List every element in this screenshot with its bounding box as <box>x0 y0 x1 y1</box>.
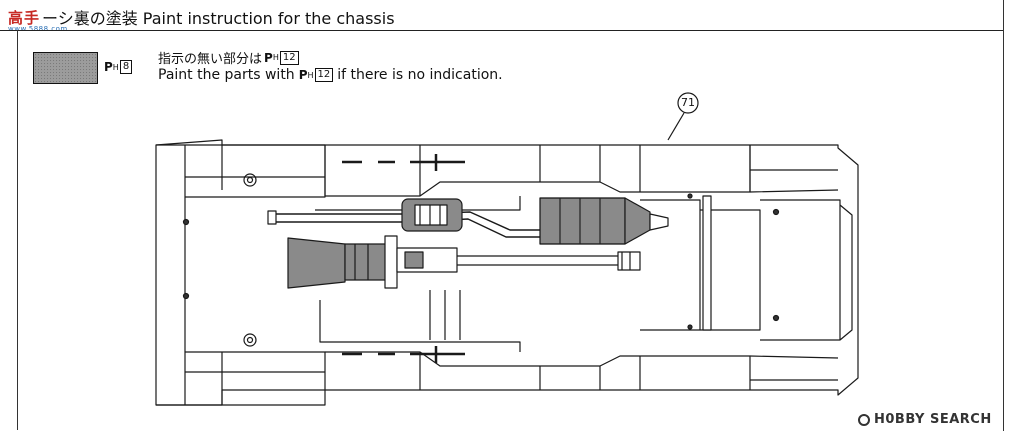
upper-rail <box>156 144 326 198</box>
code-number: 12 <box>314 68 334 82</box>
part-callout-leader <box>667 112 685 141</box>
hobby-search-text: H0BBY SEARCH <box>874 412 992 427</box>
watermark-logo: 高手 <box>8 8 41 27</box>
header-rule <box>0 30 1004 31</box>
hobby-search-logo: H0BBY SEARCH <box>858 412 992 427</box>
paint-code-number: 8 <box>119 60 133 74</box>
color-swatch <box>33 52 98 84</box>
code-number: 12 <box>279 50 299 65</box>
chassis-outline <box>155 139 859 406</box>
left-border <box>17 30 18 430</box>
transmission <box>287 235 458 289</box>
catalytic-converter <box>401 198 463 232</box>
part-number-71: 71 <box>681 96 695 109</box>
lower-rail <box>156 351 326 406</box>
paint-code-prefix: P <box>104 60 113 74</box>
muffler <box>539 197 669 245</box>
paint-code-sub: H <box>112 62 119 72</box>
instruction-jp-text: 指示の無い部分は <box>158 52 263 67</box>
right-border <box>1003 0 1004 431</box>
drive-shaft <box>457 255 620 266</box>
instruction-en-after: if there is no indication. <box>337 67 503 83</box>
title-row: 高手 ーシ裏の塗装 Paint instruction for the chas… <box>8 4 395 30</box>
code-sub: H <box>307 70 314 80</box>
code-prefix: P <box>264 50 273 65</box>
hobby-search-icon <box>858 413 870 426</box>
part-callout-circle <box>677 92 699 114</box>
cross-member <box>702 195 712 331</box>
exhaust-pipe <box>272 211 545 238</box>
watermark-url: www.5888.com <box>8 25 68 33</box>
code-prefix: P <box>298 68 308 82</box>
code-sub: H <box>272 53 279 62</box>
instruction-en-before: Paint the parts with <box>158 67 295 83</box>
page-title: ーシ裏の塗装 Paint instruction for the chassis <box>42 9 395 28</box>
